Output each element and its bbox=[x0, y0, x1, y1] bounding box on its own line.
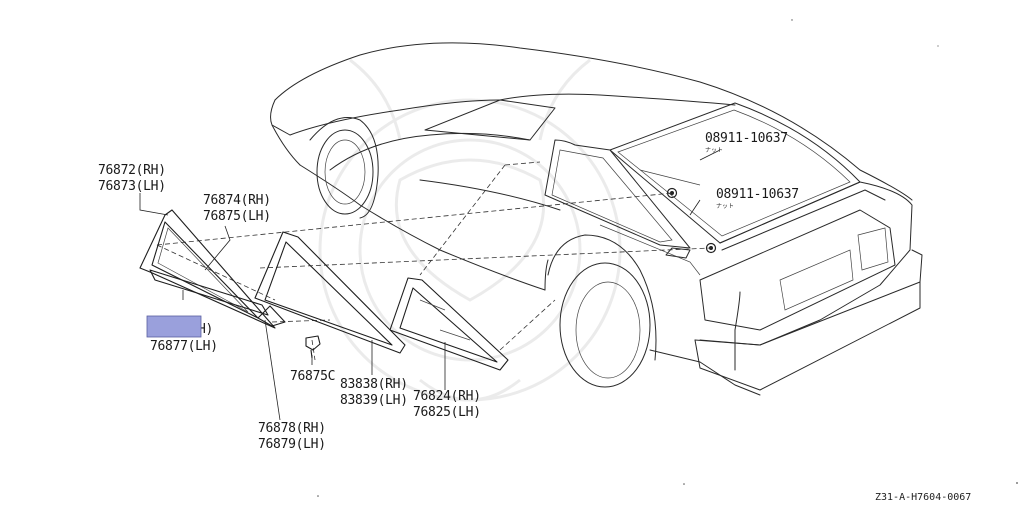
part-76872-moulding bbox=[139, 209, 276, 329]
part-76874-strip bbox=[149, 269, 269, 316]
scan-specks bbox=[317, 19, 1018, 497]
part-76824-glass bbox=[389, 277, 509, 371]
leader-lines bbox=[139, 149, 721, 421]
part-76875c-clip bbox=[305, 335, 321, 359]
diagram-code: Z31-A-H7604-0067 bbox=[875, 492, 971, 503]
car-body bbox=[270, 42, 923, 396]
label-nut-1: 08911-10637 bbox=[705, 131, 788, 146]
label-nut-1-sub: ナット bbox=[705, 147, 723, 154]
label-76875c: 76875C bbox=[290, 369, 335, 384]
label-76824: 76824(RH) bbox=[413, 389, 481, 404]
label-76878: 76878(RH) bbox=[258, 421, 326, 436]
label-83838: 83838(RH) bbox=[340, 377, 408, 392]
label-83839: 83839(LH) bbox=[340, 393, 408, 408]
label-76873: 76873(LH) bbox=[98, 179, 166, 194]
redaction-box bbox=[146, 315, 202, 338]
assembly-dashed-lines bbox=[156, 161, 712, 361]
label-nut-2: 08911-10637 bbox=[716, 187, 799, 202]
part-76878-piece bbox=[257, 305, 286, 327]
label-nut-2-sub: ナット bbox=[716, 203, 734, 210]
watermark-emblem bbox=[318, 58, 622, 402]
part-83838-frame bbox=[254, 231, 406, 354]
label-76879: 76879(LH) bbox=[258, 437, 326, 452]
label-76875: 76875(LH) bbox=[203, 209, 271, 224]
label-76876-partial: H) bbox=[198, 322, 213, 337]
label-76877: 76877(LH) bbox=[150, 339, 218, 354]
nut-markers bbox=[666, 187, 717, 254]
label-76874: 76874(RH) bbox=[203, 193, 271, 208]
label-76825: 76825(LH) bbox=[413, 405, 481, 420]
part-labels: 76872(RH) 76873(LH) 76874(RH) 76875(LH) … bbox=[98, 131, 971, 503]
label-76872: 76872(RH) bbox=[98, 163, 166, 178]
